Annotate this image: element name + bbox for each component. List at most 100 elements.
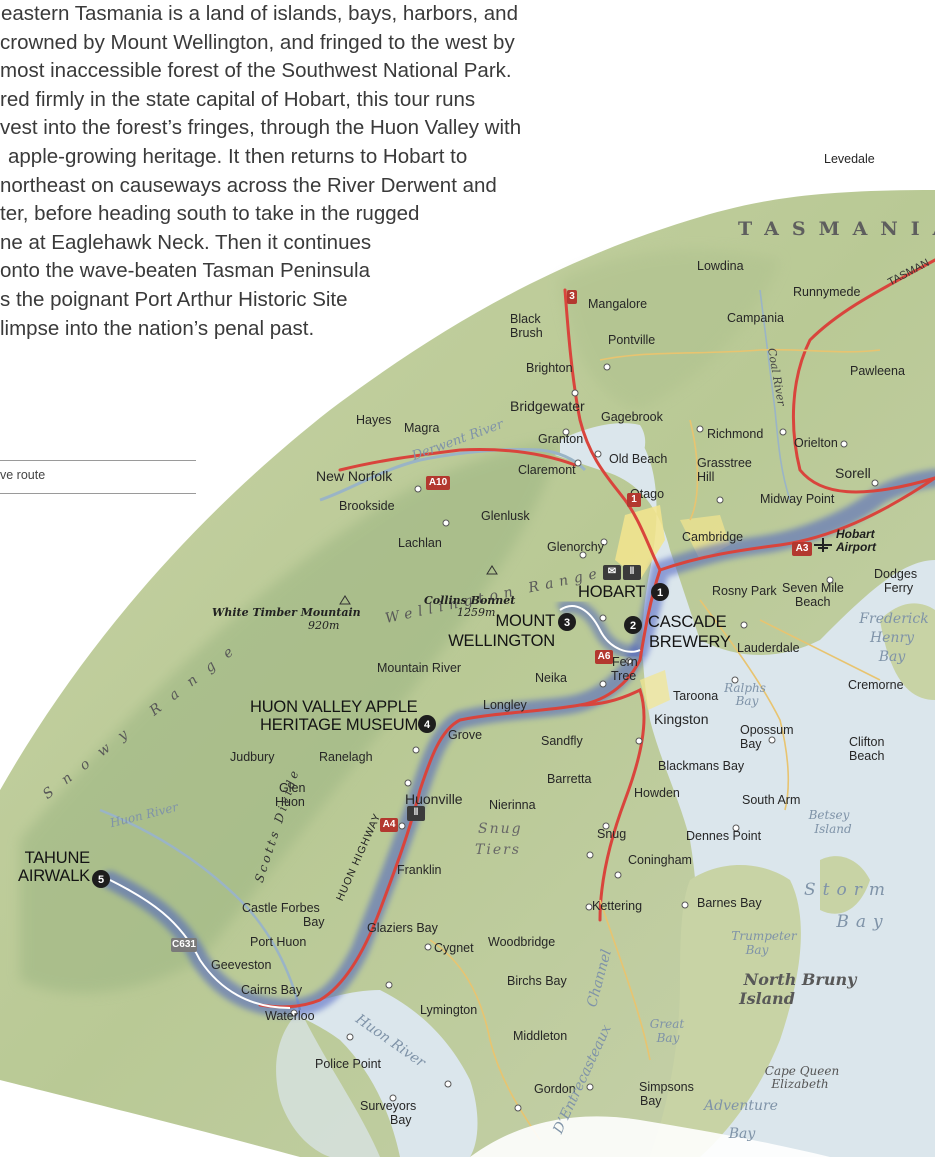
town-police-point: Police Point (315, 1057, 382, 1071)
town-gordon: Gordon (534, 1082, 576, 1096)
town-blackmans-bay: Blackmans Bay (658, 759, 745, 773)
road-shield-a6: A6 (595, 650, 613, 664)
water-great: Great (649, 1017, 685, 1031)
airport-label[interactable]: Hobart Airport (814, 528, 876, 554)
town-castle-forbes-bay: Bay (303, 915, 325, 929)
town-orielton: Orielton (794, 436, 838, 450)
stop-label-cascade-2[interactable]: BREWERY (649, 633, 731, 651)
town-granton: Granton (538, 432, 584, 446)
water-henry: Henry (869, 630, 915, 646)
town-ranelagh: Ranelagh (319, 750, 373, 764)
town-seven-mile: Seven Mile (782, 581, 844, 595)
town-kettering: Kettering (592, 899, 643, 913)
town-simpsons-bay: Bay (640, 1094, 662, 1108)
restaurant-icon: ‖ (407, 806, 425, 821)
stop-marker-mount (558, 613, 576, 631)
huon-river-upper (99, 808, 302, 1011)
town-middleton: Middleton (513, 1029, 568, 1043)
town-howden: Howden (634, 786, 680, 800)
water-adventure: Adventure (704, 1098, 778, 1114)
water-henry-bay: Bay (878, 649, 906, 665)
town-beach-seven-mile: Beach (795, 595, 831, 609)
town-nierinna: Nierinna (489, 798, 536, 812)
town-huonville: Huonville (405, 791, 463, 807)
town-glenorchy: Glenorchy (547, 540, 604, 554)
urban-hobart (615, 505, 665, 580)
peak-white-timber (339, 595, 351, 605)
town-cairns-bay: Cairns Bay (241, 983, 303, 997)
stop-marker-huon (418, 715, 436, 733)
water-betsey: Betsey (808, 808, 850, 822)
map-key: ve route (0, 460, 196, 494)
town-claremont: Claremont (518, 463, 576, 477)
stop-label-huon-2[interactable]: HERITAGE MUSEUM (260, 716, 419, 734)
forest-shading (20, 440, 560, 994)
info-icon: ✉ (603, 565, 621, 580)
town-brush: Brush (510, 326, 543, 340)
water-great-bay: Bay (656, 1031, 680, 1045)
intro-line: eastern Tasmania is a land of islands, b… (1, 2, 518, 25)
intro-line: s the poignant Port Arthur Historic Site (0, 287, 348, 311)
peak-collins-elev: 1259m (457, 606, 496, 619)
town-fern: Fern (612, 655, 638, 669)
stop-number-5: 5 (98, 874, 104, 886)
roads (258, 258, 935, 1009)
bruny-water (650, 865, 801, 1157)
derwent-river (319, 447, 587, 502)
town-black: Black (510, 312, 541, 326)
town-dodges: Dodges (874, 567, 918, 581)
stop-marker-hobart (651, 583, 669, 601)
town-lachlan: Lachlan (398, 536, 442, 550)
intro-line: ne at Eaglehawk Neck. Then it continues (0, 230, 372, 254)
stop-label-huon-1[interactable]: HUON VALLEY APPLE (250, 698, 418, 716)
town-pontville: Pontville (608, 333, 656, 347)
intro-line: northeast on causeways across the River … (0, 173, 497, 197)
stop-label-mount-2[interactable]: WELLINGTON (448, 632, 555, 650)
restaurant-icon: ‖ (623, 565, 641, 580)
town-richmond: Richmond (707, 427, 764, 441)
town-glen-huon: Huon (275, 795, 305, 809)
stop-label-hobart[interactable]: HOBART (578, 583, 646, 601)
peak-collins-name: Collins Bonnet (424, 594, 516, 607)
town-rosny-park: Rosny Park (712, 584, 777, 598)
peak-white-timber-elev: 920m (308, 619, 340, 632)
town-cambridge: Cambridge (682, 530, 744, 544)
stop-label-mount-1[interactable]: MOUNT (495, 612, 556, 630)
town-pawleena: Pawleena (850, 364, 905, 378)
region-label: TASMANIA (738, 218, 935, 240)
stop-label-tahune-2[interactable]: AIRWALK (18, 867, 90, 885)
town-brighton: Brighton (526, 361, 573, 375)
town-port-huon: Port Huon (250, 935, 307, 949)
town-cygnet: Cygnet (434, 941, 474, 955)
stop-label-cascade-1[interactable]: CASCADE (648, 613, 727, 631)
intro-line: vest into the forest’s fringes, through … (0, 116, 522, 140)
terrain-snug: Snug (478, 821, 523, 837)
road-shield-a3: A3 (792, 542, 812, 556)
town-woodbridge: Woodbridge (488, 935, 556, 949)
water-storm-bay: Bay (836, 912, 890, 932)
stop-label-tahune-1[interactable]: TAHUNE (24, 849, 91, 867)
town-birchs-bay: Birchs Bay (507, 974, 567, 988)
town-longley: Longley (483, 698, 527, 712)
intro-line: crowned by Mount Wellington, and fringed… (0, 30, 515, 54)
stop-number-3: 3 (564, 617, 570, 629)
intro-line: onto the wave-beaten Tasman Peninsula (0, 259, 371, 283)
water-ralphs-bay: Bay (735, 694, 759, 708)
town-midway-point: Midway Point (760, 492, 835, 506)
water-storm: Storm (804, 880, 892, 900)
water-north-bruny: North Bruny (743, 970, 857, 989)
town-campania: Campania (727, 311, 784, 325)
road-shield-a10: A10 (426, 476, 450, 490)
town-surveyors: Surveyors (360, 1099, 417, 1113)
town-geeveston: Geeveston (211, 958, 272, 972)
terrain-tiers: Tiers (475, 842, 521, 858)
airport-line1: Hobart (836, 527, 875, 541)
water-north-bruny-island: Island (739, 989, 795, 1008)
town-grove: Grove (448, 728, 483, 742)
water-frederick: Frederick (859, 611, 929, 627)
water-trumpeter-bay: Bay (745, 943, 769, 957)
town-levedale: Levedale (824, 152, 875, 166)
town-hayes: Hayes (356, 413, 392, 427)
